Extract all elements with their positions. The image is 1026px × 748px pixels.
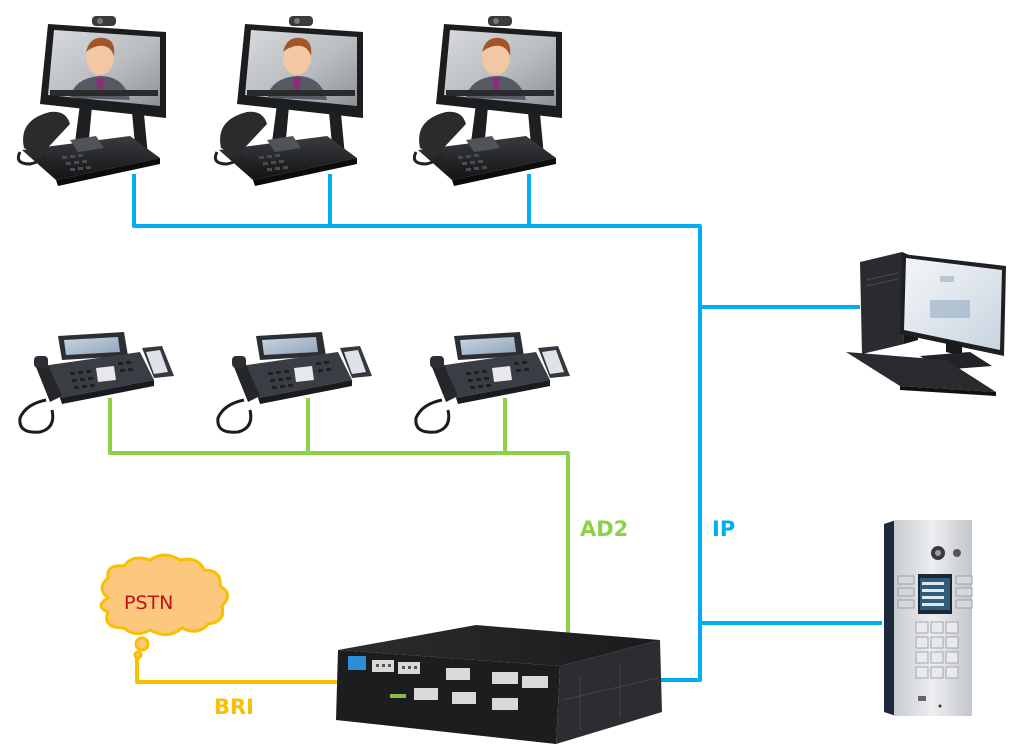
ad2-label: AD2 [580, 517, 629, 541]
desk-phone-3[interactable] [414, 330, 572, 434]
pstn-label: PSTN [124, 592, 174, 614]
desktop-computer-icon[interactable] [846, 252, 1006, 396]
ip-label: IP [712, 517, 736, 541]
pbx-rack-icon[interactable] [336, 625, 662, 744]
ip-link-video-phones [132, 174, 702, 682]
video-phone-1[interactable] [16, 14, 168, 188]
cloud-icon [99, 553, 229, 660]
bri-link-pstn-pbx [135, 653, 338, 684]
desk-phone-1[interactable] [18, 330, 176, 434]
ad2-bus [108, 398, 570, 638]
video-phone-2[interactable] [213, 14, 365, 188]
bri-link [135, 653, 338, 684]
video-phone-3[interactable] [412, 14, 564, 188]
ad2-link-desk-phones [108, 398, 570, 638]
bri-label: BRI [214, 695, 254, 719]
door-intercom-icon[interactable] [884, 520, 973, 716]
desk-phone-2[interactable] [216, 330, 374, 434]
ip-bus [132, 174, 882, 682]
